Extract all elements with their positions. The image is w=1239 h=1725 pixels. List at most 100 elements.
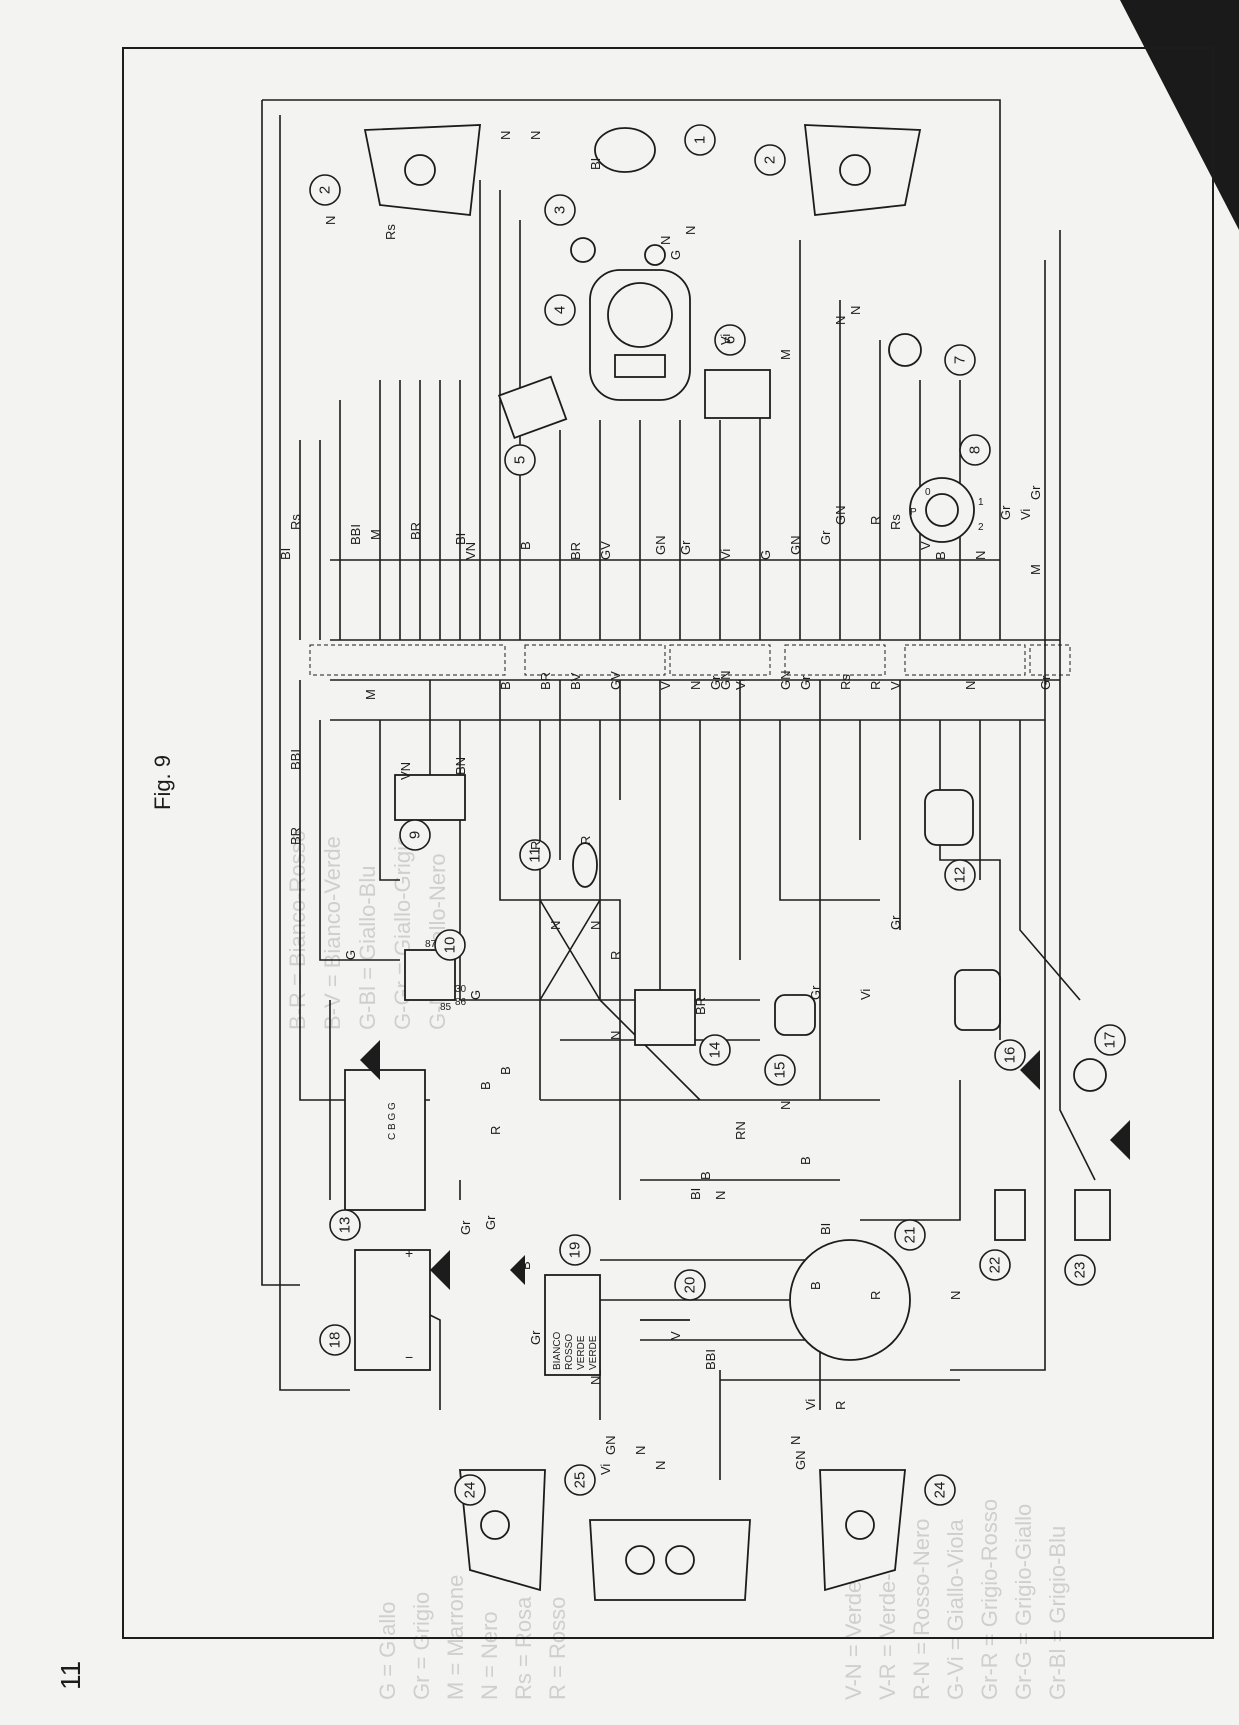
wire-label: N xyxy=(778,1101,793,1110)
connector-block-d xyxy=(784,644,886,676)
wire-label: R xyxy=(833,1401,848,1410)
callout-6: 6 xyxy=(714,324,746,356)
alternator-stator-icon xyxy=(789,1239,911,1361)
callout-19: 19 xyxy=(559,1234,591,1266)
callout-circle xyxy=(1064,1254,1096,1286)
wire-label: Gr xyxy=(1028,485,1043,500)
switch-label: ROSSO xyxy=(564,1334,575,1370)
callout-circle xyxy=(714,324,746,356)
wire-label: Gr xyxy=(483,1215,498,1230)
switch-label: BIANCO xyxy=(552,1331,563,1370)
wire-label: N xyxy=(633,1446,648,1455)
ignition-switch-icon xyxy=(909,477,975,543)
callout-13: 13 xyxy=(329,1209,361,1241)
speedometer-icon xyxy=(607,282,673,348)
spark-plug-icon xyxy=(1073,1058,1107,1092)
connector-block-f xyxy=(1029,644,1071,676)
callout-circle xyxy=(979,1249,1011,1281)
callout-circle xyxy=(544,194,576,226)
wire-label: BR xyxy=(538,672,553,690)
callout-number: 21 xyxy=(902,1227,919,1244)
wire-label: R xyxy=(868,516,883,525)
callout-24a: 24 xyxy=(454,1474,486,1506)
callout-9: 9 xyxy=(399,819,431,851)
diagram-frame xyxy=(122,47,1214,1639)
wire-label: Vi xyxy=(598,1464,613,1475)
figure-caption: Fig. 9 xyxy=(150,755,175,810)
wire-label: GN xyxy=(653,536,668,556)
callout-number: 22 xyxy=(987,1257,1004,1274)
wire-label: V xyxy=(918,541,933,550)
relay-pin-label: 30 xyxy=(455,984,467,995)
callout-number: 6 xyxy=(722,336,739,344)
wire-label: G xyxy=(468,990,483,1000)
wire-label: Gr xyxy=(798,675,813,690)
connector-block-b xyxy=(524,644,666,676)
callout-number: 24 xyxy=(462,1482,479,1499)
components xyxy=(344,124,1111,1601)
wire-label: Gr xyxy=(888,915,903,930)
wire-label: Gr xyxy=(818,530,833,545)
callout-number: 4 xyxy=(552,306,569,314)
callout-number: 17 xyxy=(1102,1032,1119,1049)
callout-circle xyxy=(944,859,976,891)
callout-number: 24 xyxy=(932,1482,949,1499)
wire-label: B xyxy=(798,1156,813,1165)
bulb-icon xyxy=(480,1510,510,1540)
callout-circle xyxy=(674,1269,706,1301)
handlebar-switch-left xyxy=(497,375,568,440)
ignition-position-label: 1 xyxy=(978,497,984,508)
wire-label: Vi xyxy=(718,549,733,560)
wire-label: Vi xyxy=(718,334,733,345)
wire-label: B xyxy=(933,551,948,560)
handlebar-switch-right xyxy=(704,369,771,419)
callout-8: 8 xyxy=(959,434,991,466)
wire-label: M xyxy=(363,689,378,700)
wire-label: N xyxy=(963,681,978,690)
neutral-switch-icon xyxy=(994,1189,1026,1241)
relay-pin-label: 86 xyxy=(455,997,467,1008)
bulb-icon xyxy=(625,1545,655,1575)
ignition-coil-icon xyxy=(1074,1189,1111,1241)
callout-circle xyxy=(564,1464,596,1496)
wire-label: B xyxy=(498,1066,513,1075)
wire-label: BBI xyxy=(288,749,303,770)
callout-2a: 2 xyxy=(309,174,341,206)
callout-number: 2 xyxy=(762,156,779,164)
odometer-window xyxy=(614,354,666,378)
wiring xyxy=(261,99,1096,1480)
bulb-icon xyxy=(845,1510,875,1540)
inline-small-labels: C B G G + − 87 30 86 85 0 1 2 P BIANCO R… xyxy=(387,487,984,1370)
connector-block-a xyxy=(309,644,506,676)
wire-label: N xyxy=(683,226,698,235)
wire-label: N xyxy=(833,316,848,325)
ghost-legend-line: Gr-R = Grigio-Rosso xyxy=(977,1499,1002,1700)
switch-label: VERDE xyxy=(588,1335,599,1370)
callout-14: 14 xyxy=(699,1034,731,1066)
ghost-legend-line: Gr-Bl = Grigio-Blu xyxy=(1045,1526,1070,1700)
wire-label: BBI xyxy=(348,524,363,545)
callout-20: 20 xyxy=(674,1269,706,1301)
ghost-legend-line: Gr-G = Grigio-Giallo xyxy=(1011,1504,1036,1700)
wire-label: Gr xyxy=(708,675,723,690)
wire-label: B xyxy=(498,681,513,690)
callout-2b: 2 xyxy=(754,144,786,176)
wire-label: Gr xyxy=(458,1220,473,1235)
callout-number: 25 xyxy=(572,1472,589,1489)
callout-number: 19 xyxy=(567,1242,584,1259)
stop-light-switch xyxy=(634,989,696,1046)
flasher-unit xyxy=(394,774,466,821)
callout-12: 12 xyxy=(944,859,976,891)
wire-label: N xyxy=(548,921,563,930)
battery-minus-label: − xyxy=(405,1349,413,1365)
callout-15: 15 xyxy=(764,1054,796,1086)
callout-10: 10 xyxy=(434,929,466,961)
wire-label: G xyxy=(668,250,683,260)
wire-label: B xyxy=(518,541,533,550)
callout-circle xyxy=(754,144,786,176)
wire-label: B xyxy=(478,1081,493,1090)
wire-label: Rs xyxy=(838,674,853,690)
callout-4: 4 xyxy=(544,294,576,326)
callout-number: 11 xyxy=(527,847,544,863)
